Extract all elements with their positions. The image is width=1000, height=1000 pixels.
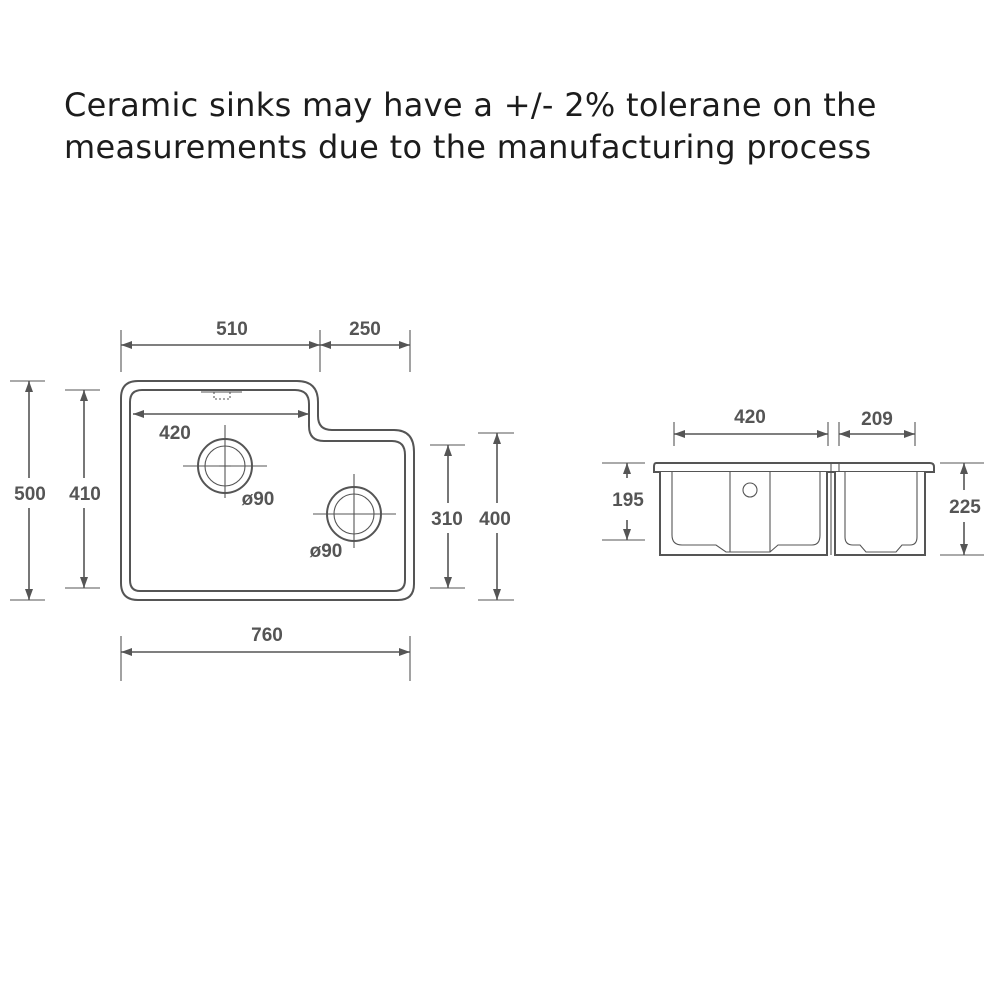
- label-195: 195: [612, 490, 644, 511]
- label-waste-right: ø90: [310, 541, 343, 562]
- label-250: 250: [349, 319, 381, 340]
- section-rim: [653, 462, 935, 473]
- label-225: 225: [949, 497, 981, 518]
- label-510: 510: [216, 319, 248, 340]
- overflow-hole: [742, 482, 758, 498]
- tolerance-note: Ceramic sinks may have a +/- 2% tolerane…: [64, 84, 964, 168]
- section-right-bowl: [834, 472, 926, 556]
- label-400: 400: [479, 509, 511, 530]
- label-420-section: 420: [734, 407, 766, 428]
- waste-left: [183, 425, 267, 498]
- label-waste-left: ø90: [242, 489, 275, 510]
- section-view: 420 209 195 225: [602, 407, 984, 556]
- plan-view: 510 250 420 ø90 ø90 500 410 310 400 760: [10, 319, 514, 681]
- section-left-bowl: [659, 472, 828, 556]
- label-410: 410: [69, 484, 101, 505]
- label-760: 760: [251, 625, 283, 646]
- waste-right: [313, 474, 396, 548]
- tolerance-note-line-1: Ceramic sinks may have a +/- 2% tolerane…: [64, 86, 877, 124]
- label-420-plan: 420: [159, 423, 191, 444]
- label-310: 310: [431, 509, 463, 530]
- tolerance-note-line-2: measurements due to the manufacturing pr…: [64, 128, 872, 166]
- label-500: 500: [14, 484, 46, 505]
- label-209: 209: [861, 409, 893, 430]
- plan-inner-outline: [129, 389, 406, 592]
